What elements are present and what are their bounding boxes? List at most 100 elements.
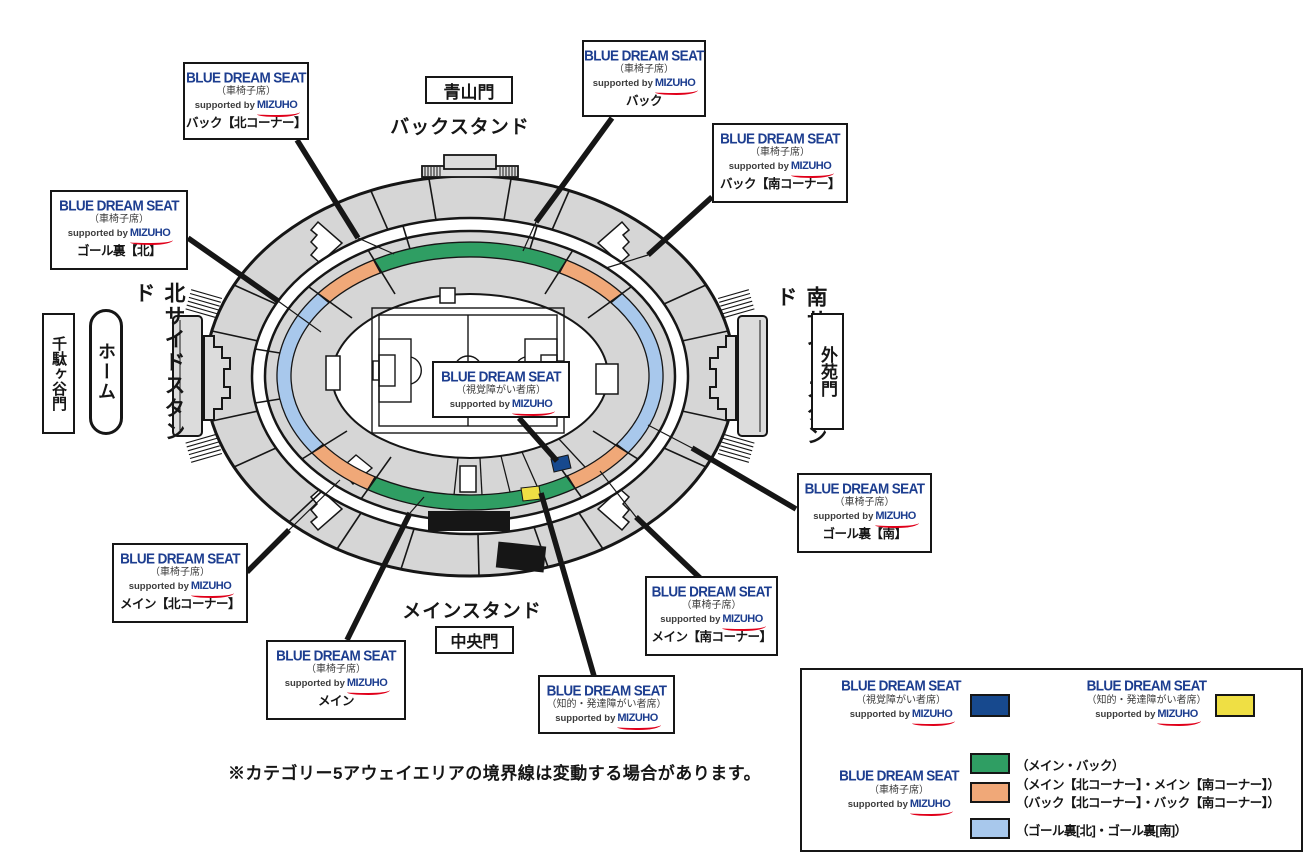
bowl-dividers: [453, 438, 586, 496]
mizuho-logo: MIZUHO: [129, 227, 174, 246]
chuo-gate-label: 中央門: [450, 634, 499, 651]
legend-swatch-yellow: [1215, 694, 1255, 717]
legend-swatch-orange: [970, 782, 1010, 803]
mizuho-logo: MIZUHO: [875, 510, 920, 529]
legend-intellectual-block: BLUE DREAM SEAT （知的・発達障がい者席） supported b…: [1074, 677, 1219, 726]
blue-dream-seat-title: BLUE DREAM SEAT: [841, 677, 961, 694]
area-label-goal-back-north: ゴール裏【北】: [76, 243, 162, 258]
mizuho-logo: MIZUHO: [190, 580, 235, 599]
mizuho-logo: MIZUHO: [511, 398, 556, 417]
sendagaya-gate-label: 千駄ヶ谷門: [50, 336, 67, 411]
seat-type-intellectual: （知的・発達障がい者席）: [546, 699, 667, 711]
leader-main: [344, 511, 413, 642]
mizuho-logo: MIZUHO: [909, 798, 954, 816]
west-gate-structure: [172, 289, 231, 463]
sendagaya-gate-box: 千駄ヶ谷門: [42, 313, 75, 434]
blue-dream-seat-title: BLUE DREAM SEAT: [120, 550, 240, 567]
blue-dream-seat-title: BLUE DREAM SEAT: [1086, 677, 1207, 694]
blue-dream-seat-title: BLUE DREAM SEAT: [584, 47, 704, 64]
east-gate-structure: [709, 289, 768, 463]
seat-type-wheelchair: （車椅子席）: [681, 600, 742, 612]
seat-type-wheelchair: （車椅子席）: [834, 497, 895, 509]
callout-lines: [186, 116, 798, 677]
gaien-gate-box: 外苑門: [811, 313, 844, 430]
area-label-back-north: バック【北コーナー】: [185, 115, 307, 130]
aoyama-gate-label: 青山門: [443, 82, 495, 102]
legend-swatch-green: [970, 753, 1010, 774]
area-label-back-south: バック【南コーナー】: [719, 176, 841, 191]
mizuho-logo: MIZUHO: [654, 77, 699, 96]
area-label-goal-back-south: ゴール裏【南】: [822, 526, 907, 541]
leader-goal-north: [186, 235, 280, 304]
legend-label-orange-2: （バック【北コーナー】・バック【南コーナー】）: [1016, 796, 1280, 810]
seat-type-wheelchair: （車椅子席）: [216, 86, 276, 98]
mizuho-logo: MIZUHO: [722, 613, 767, 632]
mizuho-logo: MIZUHO: [617, 712, 662, 731]
home-capsule: ホーム: [89, 309, 123, 435]
area-label-main-south: メイン【南コーナー】: [651, 629, 772, 644]
leader-back-south: [646, 194, 714, 258]
seat-type-visual: （視覚障がい者席）: [856, 694, 946, 706]
seat-type-visual: （視覚障がい者席）: [456, 385, 546, 397]
north-side-stand-label: 北サイドスタンド: [132, 282, 185, 443]
leader-back-north: [294, 138, 361, 240]
band-main-north-corner-orange: [310, 443, 377, 491]
main-stand-label: メインスタンド: [402, 601, 542, 622]
back-stand-label: バックスタンド: [390, 117, 530, 138]
black-block-outer: [495, 541, 547, 573]
seat-type-wheelchair: （車椅子席）: [614, 64, 674, 76]
leader-back: [533, 116, 615, 224]
chuo-gate-box: 中央門: [435, 626, 514, 654]
leader-visual: [516, 416, 560, 463]
leader-goal-south: [690, 445, 798, 512]
aoyama-gate-box: 青山門: [425, 76, 513, 104]
seat-type-wheelchair: （車椅子席）: [89, 214, 149, 226]
leader-intellectual: [538, 492, 597, 677]
outer-ring-step-cuts: [309, 220, 631, 532]
black-block-inner: [428, 511, 510, 531]
goal-left: [372, 360, 380, 381]
legend-swatch-lightblue: [970, 818, 1010, 839]
area-label-back: バック: [625, 93, 663, 108]
blue-dream-seat-title: BLUE DREAM SEAT: [651, 583, 772, 600]
black-blocks: [428, 511, 547, 573]
seat-type-intellectual: （知的・発達障がい者席）: [1086, 694, 1207, 706]
band-back-north-corner-orange: [316, 259, 382, 304]
category5-note: ※カテゴリー5アウェイエリアの境界線は変動する場合があります。: [228, 764, 762, 783]
blue-dream-seat-title: BLUE DREAM SEAT: [546, 682, 667, 699]
home-label: ホーム: [96, 342, 116, 402]
mizuho-logo: MIZUHO: [256, 99, 301, 118]
seat-type-wheelchair: （車椅子席）: [306, 664, 366, 676]
gaien-gate-label: 外苑門: [818, 346, 837, 397]
seat-type-wheelchair: （車椅子席）: [869, 784, 929, 796]
callout-box-intellectual-seat: BLUE DREAM SEAT （知的・発達障がい者席） supported b…: [538, 675, 675, 734]
blue-dream-seat-title: BLUE DREAM SEAT: [59, 197, 179, 214]
seat-type-wheelchair: （車椅子席）: [150, 567, 210, 579]
leader-main-south: [634, 515, 702, 580]
blue-dream-seat-title: BLUE DREAM SEAT: [804, 480, 925, 497]
blue-dream-seat-title: BLUE DREAM SEAT: [186, 69, 306, 86]
mizuho-logo: MIZUHO: [1157, 708, 1202, 726]
